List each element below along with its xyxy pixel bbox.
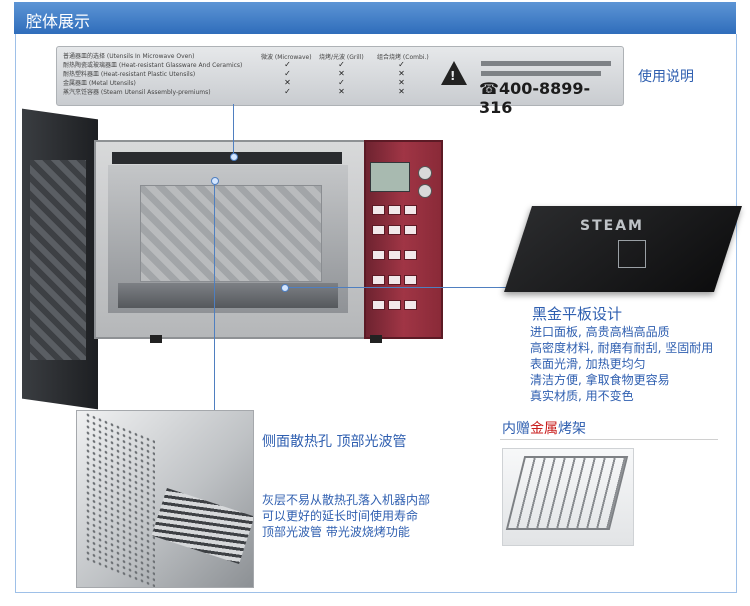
- cross-icon: ✕: [398, 78, 405, 87]
- cross-icon: ✕: [398, 87, 405, 96]
- column-header-microwave: 微波 (Microwave): [261, 54, 312, 61]
- check-icon: ✓: [338, 78, 345, 87]
- cavity-top-strip: [112, 152, 342, 164]
- service-hotline: ☎400-8899-316: [479, 79, 591, 117]
- exclamation-icon: !: [450, 69, 456, 83]
- divider: [500, 439, 718, 440]
- check-icon: ✓: [284, 87, 291, 96]
- cross-icon: ✕: [338, 69, 345, 78]
- control-button: [372, 225, 385, 235]
- pointer-dot: [281, 284, 289, 292]
- control-button: [404, 225, 417, 235]
- microwave-foot: [370, 335, 382, 343]
- light-wave-tube: [151, 488, 253, 564]
- usage-instructions-label: 使用说明: [638, 69, 694, 85]
- panel-design-title: 黑金平板设计: [532, 305, 623, 323]
- vent-desc-line: 灰层不易从散热孔落入机器内部: [262, 493, 431, 507]
- control-button: [388, 275, 401, 285]
- check-icon: ✓: [284, 69, 291, 78]
- control-button: [388, 225, 401, 235]
- utensil-label-panel: 普通器皿的选择 (Utensils In Microwave Oven) 耐热陶…: [56, 46, 624, 117]
- warning-note: [481, 71, 601, 76]
- rack-title-highlight: 金属: [530, 421, 558, 437]
- pointer-line: [284, 287, 518, 288]
- control-button: [404, 250, 417, 260]
- pointer-line: [214, 180, 215, 410]
- rack-title: 内赠金属烤架: [502, 418, 586, 438]
- steam-logo: STEAM: [580, 218, 644, 234]
- feature-item: 高密度材料, 耐磨有耐刮, 坚固耐用: [530, 341, 714, 355]
- feature-item: 真实材质, 用不变色: [530, 389, 634, 403]
- check-icon: ✓: [398, 60, 405, 69]
- rack-title-suffix: 烤架: [558, 421, 586, 437]
- vent-desc-line: 顶部光波管 带光波烧烤功能: [262, 525, 410, 539]
- hotline-number: 400-8899-316: [479, 79, 591, 117]
- control-button: [372, 275, 385, 285]
- label-row: 金属器皿 (Metal Utensils): [63, 80, 136, 87]
- control-button: [404, 205, 417, 215]
- control-button: [388, 250, 401, 260]
- label-row: 普通器皿的选择 (Utensils In Microwave Oven): [63, 53, 195, 60]
- steam-icon: [618, 240, 646, 268]
- control-button: [404, 300, 417, 310]
- control-button: [372, 300, 385, 310]
- control-button: [388, 300, 401, 310]
- label-row: 耐热塑料器皿 (Heat-resistant Plastic Utensils): [63, 71, 196, 78]
- cross-icon: ✕: [284, 78, 291, 87]
- metal-rack-image: [505, 456, 629, 530]
- section-title: 腔体展示: [26, 12, 91, 31]
- label-row: 蒸汽烹饪容器 (Steam Utensil Assembly-premiums): [63, 89, 211, 96]
- cross-icon: ✕: [398, 69, 405, 78]
- control-button: [388, 205, 401, 215]
- pointer-line: [233, 104, 234, 156]
- feature-item: 进口面板, 高贵高档高品质: [530, 325, 670, 339]
- vent-holes: [85, 411, 155, 587]
- control-button: [372, 250, 385, 260]
- vent-title: 侧面散热孔 顶部光波管: [262, 434, 407, 450]
- feature-item: 表面光滑, 加热更均匀: [530, 357, 646, 371]
- cross-icon: ✕: [338, 87, 345, 96]
- cavity-back-wall: [140, 185, 322, 282]
- check-icon: ✓: [338, 60, 345, 69]
- control-knob-icon: [418, 184, 432, 198]
- control-knob-icon: [418, 166, 432, 180]
- vent-desc-line: 可以更好的延长时间使用寿命: [262, 509, 419, 523]
- side-vent-photo: [76, 410, 254, 588]
- lcd-display: [370, 162, 410, 192]
- rack-title-prefix: 内赠: [502, 421, 530, 437]
- section-header: 腔体展示: [14, 2, 736, 34]
- feature-item: 清洁方便, 拿取食物更容易: [530, 373, 670, 387]
- warning-triangle-icon: [441, 61, 467, 85]
- label-row: 耐热陶瓷或玻璃器皿 (Heat-resistant Glassware And …: [63, 62, 243, 69]
- pointer-dot: [211, 177, 219, 185]
- door-window: [30, 160, 86, 360]
- microwave-foot: [150, 335, 162, 343]
- column-header-combi: 组合烧烤 (Combi.): [377, 54, 429, 61]
- control-button: [372, 205, 385, 215]
- content-frame: [15, 34, 737, 593]
- column-header-grill: 烧烤/光波 (Grill): [319, 54, 364, 61]
- pointer-dot: [230, 153, 238, 161]
- control-button: [404, 275, 417, 285]
- check-icon: ✓: [284, 60, 291, 69]
- warning-note: [481, 61, 611, 66]
